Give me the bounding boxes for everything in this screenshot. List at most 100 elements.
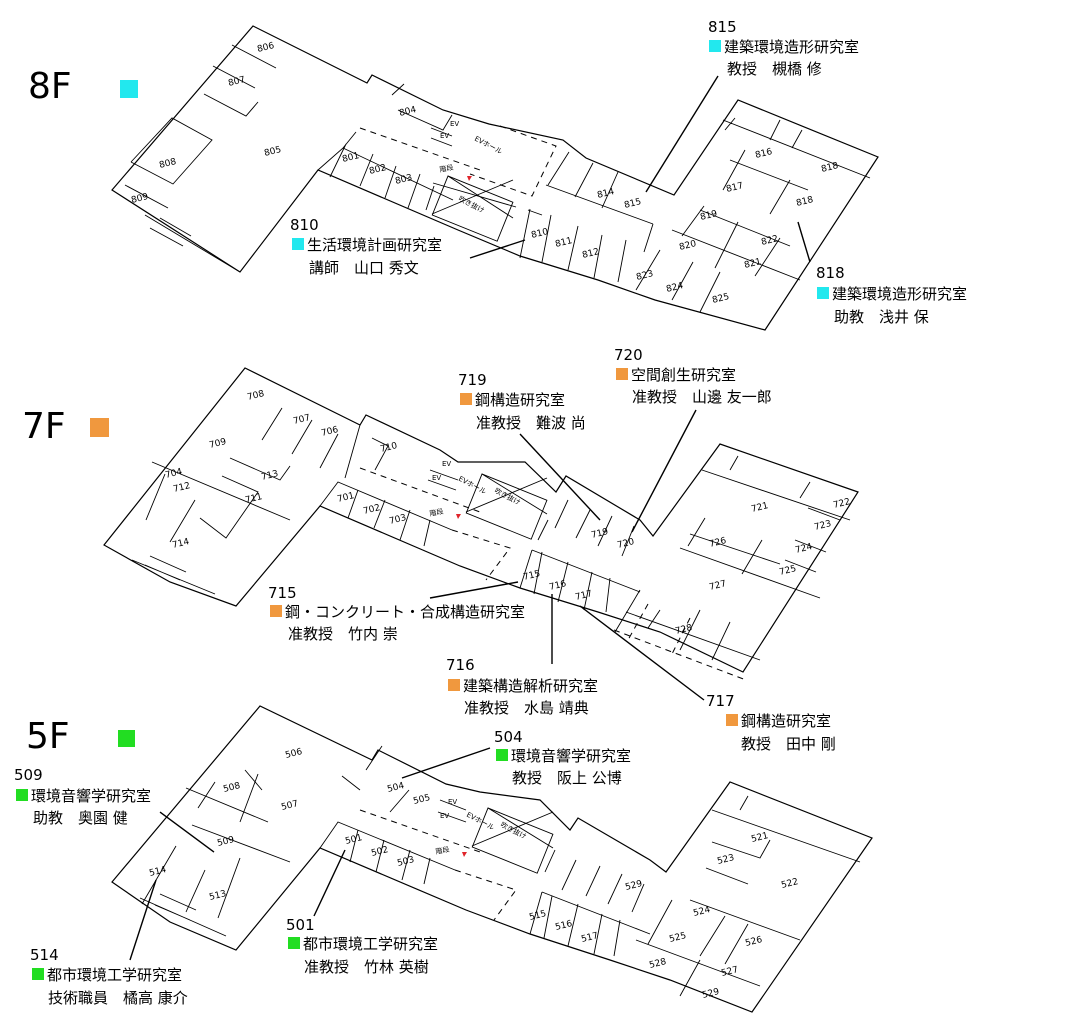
floor-5f-color-marker bbox=[118, 730, 135, 747]
callout-509-swatch bbox=[16, 789, 28, 801]
floor-8f: 8F 806 807 805 808 809 804 801 802 803 8… bbox=[28, 25, 879, 331]
ev-label-7f-2: EV bbox=[432, 474, 441, 482]
ev-label-8f-1: EV bbox=[450, 120, 459, 128]
callout-501: 501 都市環境工学研究室 准教授 竹林 英樹 bbox=[286, 916, 438, 976]
room-527: 527 bbox=[720, 965, 739, 979]
room-517: 517 bbox=[580, 931, 599, 945]
callout-720-name: 空間創生研究室 bbox=[631, 366, 736, 384]
callout-717-room: 717 bbox=[706, 692, 735, 710]
room-529b: 529 bbox=[701, 987, 720, 1001]
room-717: 717 bbox=[574, 589, 593, 603]
room-815: 815 bbox=[623, 197, 642, 211]
leader-504 bbox=[401, 747, 491, 779]
room-811: 811 bbox=[554, 236, 573, 250]
room-710: 713 bbox=[260, 469, 279, 483]
leader-715 bbox=[429, 581, 519, 599]
callout-716: 716 建築構造解析研究室 准教授 水島 靖典 bbox=[446, 656, 598, 717]
callout-815-person: 教授 槻橋 修 bbox=[727, 60, 822, 78]
room-505: 505 bbox=[412, 793, 431, 807]
room-805: 805 bbox=[263, 145, 282, 159]
room-704: 710 bbox=[379, 441, 398, 455]
callout-717-person: 教授 田中 剛 bbox=[741, 735, 836, 753]
callout-719-name: 鋼構造研究室 bbox=[475, 391, 565, 409]
callout-719-swatch bbox=[460, 393, 472, 405]
room-803: 803 bbox=[394, 173, 413, 187]
room-509: 509 bbox=[216, 835, 235, 849]
stairs-5f: 階段 bbox=[435, 845, 450, 856]
room-801: 801 bbox=[341, 151, 360, 165]
callout-717: 717 鋼構造研究室 教授 田中 剛 bbox=[706, 692, 836, 753]
room-513: 513 bbox=[208, 889, 227, 903]
floor-8f-stair-marker bbox=[467, 176, 472, 181]
floor-7f-west-walls bbox=[131, 407, 361, 595]
room-724: 724 bbox=[794, 542, 813, 556]
room-713: 712 bbox=[172, 481, 191, 495]
room-701: 701 bbox=[336, 491, 355, 505]
floor-8f-east-corridor-walls bbox=[519, 151, 654, 283]
room-817: 817 bbox=[725, 181, 744, 195]
callout-810-room: 810 bbox=[290, 216, 319, 234]
lab-callouts: 815 建築環境造形研究室 教授 槻橋 修 810 生活環境計画研究室 講師 山… bbox=[14, 18, 967, 1007]
callout-815-name: 建築環境造形研究室 bbox=[724, 38, 859, 56]
leader-509 bbox=[159, 811, 215, 853]
room-719: 719 bbox=[590, 527, 609, 541]
room-822: 822 bbox=[760, 234, 779, 248]
room-514: 514 bbox=[148, 865, 167, 879]
leader-818 bbox=[797, 221, 811, 263]
room-824: 824 bbox=[665, 281, 684, 295]
leader-719 bbox=[519, 433, 601, 521]
callout-509-person: 助教 奥園 健 bbox=[33, 809, 128, 827]
room-714: 714 bbox=[171, 537, 190, 551]
floor-5f-void-cross-1 bbox=[487, 807, 554, 849]
callout-716-person: 准教授 水島 靖典 bbox=[464, 699, 589, 717]
leader-720 bbox=[631, 409, 697, 533]
room-711: 711 bbox=[244, 492, 263, 506]
callout-509: 509 環境音響学研究室 助教 奥園 健 bbox=[14, 766, 151, 827]
callout-719: 719 鋼構造研究室 准教授 難波 尚 bbox=[458, 371, 586, 432]
callout-720-swatch bbox=[616, 368, 628, 380]
floor-7f-void bbox=[465, 473, 548, 540]
room-809: 809 bbox=[130, 192, 149, 206]
callout-818-swatch bbox=[817, 287, 829, 299]
room-814: 814 bbox=[596, 187, 615, 201]
floor-5f-void-cross-2 bbox=[471, 811, 554, 847]
callout-815-room: 815 bbox=[708, 18, 737, 36]
room-709: 709 bbox=[208, 437, 227, 451]
floor-label-5f: 5F bbox=[26, 716, 70, 757]
room-706: 706 bbox=[320, 425, 339, 439]
callout-815-swatch bbox=[709, 40, 721, 52]
room-818b: 818 bbox=[795, 195, 814, 209]
callout-810-name: 生活環境計画研究室 bbox=[307, 236, 442, 254]
callout-501-name: 都市環境工学研究室 bbox=[303, 935, 438, 953]
floor-7f: 7F 708 707 706 709 710 704 712 713 711 7… bbox=[22, 367, 859, 681]
callout-514-swatch bbox=[32, 968, 44, 980]
room-723: 723 bbox=[813, 519, 832, 533]
floor-5f-void bbox=[471, 807, 554, 874]
stairs-8f: 階段 bbox=[439, 163, 454, 174]
room-807: 807 bbox=[227, 75, 246, 89]
ev-hall-7f: EVホール bbox=[457, 475, 487, 496]
leader-810 bbox=[469, 239, 526, 259]
floor-8f-outline bbox=[111, 25, 879, 331]
room-727: 727 bbox=[708, 579, 727, 593]
callout-504-swatch bbox=[496, 749, 508, 761]
room-703: 703 bbox=[388, 513, 407, 527]
callout-509-room: 509 bbox=[14, 766, 43, 784]
callout-717-swatch bbox=[726, 714, 738, 726]
callout-818-name: 建築環境造形研究室 bbox=[832, 285, 967, 303]
room-502: 502 bbox=[370, 845, 389, 859]
callout-514: 514 都市環境工学研究室 技術職員 橘高 康介 bbox=[30, 946, 188, 1007]
callout-818-person: 助教 浅井 保 bbox=[834, 308, 929, 326]
room-821: 821 bbox=[743, 257, 762, 271]
callout-818: 818 建築環境造形研究室 助教 浅井 保 bbox=[816, 264, 967, 326]
floor-7f-color-marker bbox=[90, 418, 109, 437]
room-816: 816 bbox=[754, 147, 773, 161]
floor-5f-east-corridor-walls bbox=[529, 849, 651, 957]
room-707: 707 bbox=[292, 413, 311, 427]
floor-5f: 5F 506 508 507 504 505 509 501 502 503 5… bbox=[26, 705, 873, 1013]
room-716: 716 bbox=[548, 579, 567, 593]
room-522: 522 bbox=[780, 877, 799, 891]
room-819: 819 bbox=[699, 209, 718, 223]
callout-715-room: 715 bbox=[268, 584, 297, 602]
